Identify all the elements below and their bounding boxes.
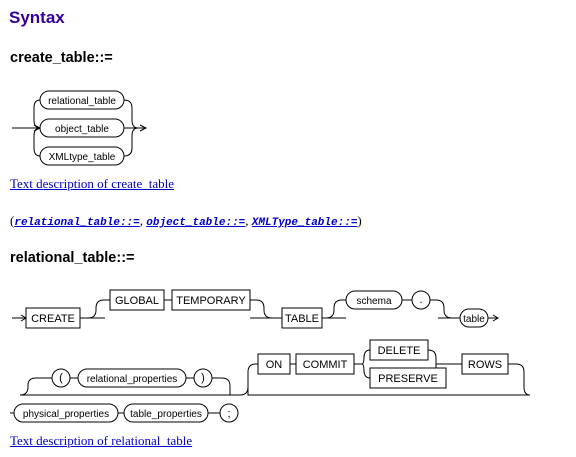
- relational-table-title: relational_table::=: [10, 250, 135, 266]
- schema-node: [345, 290, 403, 310]
- xmltype-table-node: [39, 146, 125, 166]
- create-table-title: create_table::=: [10, 50, 113, 66]
- rparen-node: [193, 368, 213, 388]
- relational-properties-label: relational_properties: [87, 374, 178, 385]
- schema-label: schema: [356, 296, 391, 307]
- relational-table-node: [39, 90, 125, 110]
- semicolon-node: [219, 403, 239, 423]
- table-node: [459, 308, 489, 328]
- relational-table-row2: ( relational_properties ) ON COMMIT DELE…: [19, 339, 531, 396]
- commit-keyword-box: [295, 353, 355, 375]
- on-keyword-box: [257, 353, 291, 375]
- temporary-keyword-box: [171, 289, 251, 311]
- dot-node: [411, 290, 431, 310]
- delete-keyword-box: [369, 339, 429, 361]
- syntax-references: (relational_table::=, object_table::=, X…: [10, 213, 362, 229]
- rows-keyword: ROWS: [468, 359, 502, 371]
- rparen-label: ): [201, 372, 205, 384]
- physical-properties-label: physical_properties: [23, 409, 109, 420]
- relational-properties-node: [77, 368, 187, 388]
- relational-table-label: relational_table: [48, 96, 116, 107]
- commit-keyword: COMMIT: [303, 359, 348, 371]
- xmltype-table-ref-link[interactable]: XMLType_table::=: [251, 217, 358, 229]
- table-properties-label: table_properties: [130, 409, 202, 420]
- relational-table-row3: physical_properties table_properties ;: [10, 403, 239, 423]
- table-keyword: TABLE: [285, 313, 319, 325]
- refs-open-paren: (: [10, 213, 15, 228]
- semicolon-label: ;: [227, 408, 230, 420]
- relational-table-description-link[interactable]: Text description of relational_table: [10, 433, 193, 448]
- create-keyword-box: [25, 307, 81, 329]
- table-properties-node: [123, 403, 209, 423]
- table-keyword-box: [281, 307, 323, 329]
- global-keyword: GLOBAL: [115, 295, 159, 307]
- object-table-node: [39, 118, 125, 138]
- create-table-diagram: relational_table object_table XMLtype_ta…: [12, 90, 148, 166]
- create-keyword: CREATE: [31, 313, 75, 325]
- create-table-description-link[interactable]: Text description of create_table: [10, 176, 175, 191]
- object-table-ref-link[interactable]: object_table::=: [146, 217, 246, 229]
- delete-keyword: DELETE: [378, 345, 421, 357]
- lparen-node: [51, 368, 71, 388]
- syntax-heading: Syntax: [9, 8, 65, 27]
- global-keyword-box: [109, 289, 165, 311]
- temporary-keyword: TEMPORARY: [176, 295, 246, 307]
- xmltype-table-label: XMLtype_table: [49, 152, 116, 163]
- refs-separator: ,: [139, 213, 147, 228]
- table-label: table: [463, 314, 485, 325]
- object-table-label: object_table: [55, 124, 109, 135]
- dot-label: .: [419, 294, 422, 306]
- preserve-keyword-box: [369, 367, 447, 389]
- relational-table-ref-link[interactable]: relational_table::=: [14, 217, 140, 229]
- refs-separator: ,: [245, 213, 252, 228]
- relational-table-row1: CREATE GLOBAL TEMPORARY TABLE schema . t…: [12, 289, 499, 329]
- preserve-keyword: PRESERVE: [378, 373, 438, 385]
- rows-keyword-box: [461, 353, 509, 375]
- lparen-label: (: [59, 372, 63, 384]
- on-keyword: ON: [266, 359, 283, 371]
- refs-close-paren: ): [357, 213, 362, 228]
- physical-properties-node: [13, 403, 119, 423]
